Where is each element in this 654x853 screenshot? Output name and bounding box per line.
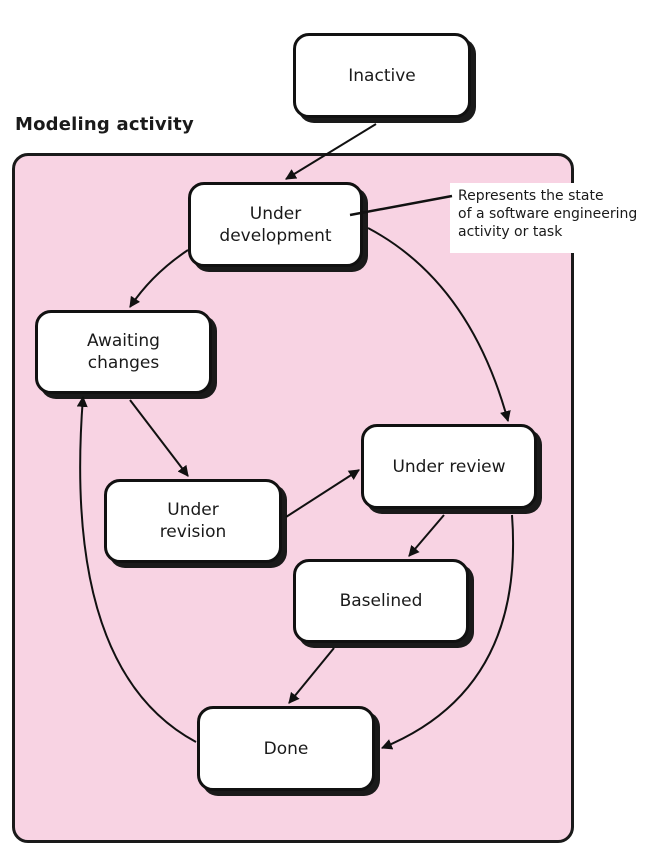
state-under-revision[interactable]: Under revision (104, 479, 282, 563)
arrow-inactive-to-under-development (285, 123, 377, 180)
arrow-under-development-to-under-review (367, 227, 511, 423)
arrow-awaiting-changes-to-under-revision (129, 399, 189, 477)
arrow-under-review-to-done (380, 514, 514, 750)
state-under-development[interactable]: Under development (188, 182, 363, 267)
arrow-baselined-to-done (288, 647, 335, 704)
callout-leader-line (349, 194, 453, 217)
arrow-done-to-awaiting-changes (76, 395, 197, 743)
state-awaiting-changes[interactable]: Awaiting changes (35, 310, 212, 394)
arrow-under-review-to-baselined (408, 514, 445, 557)
arrow-under-development-to-awaiting-changes (129, 249, 189, 308)
state-callout-note: Represents the state of a software engin… (450, 183, 650, 253)
state-inactive[interactable]: Inactive (293, 33, 471, 118)
modeling-activity-title: Modeling activity (15, 114, 194, 135)
state-under-review[interactable]: Under review (361, 424, 537, 509)
arrow-under-revision-to-under-review (285, 469, 360, 518)
state-baselined[interactable]: Baselined (293, 559, 469, 643)
state-done[interactable]: Done (197, 706, 375, 791)
